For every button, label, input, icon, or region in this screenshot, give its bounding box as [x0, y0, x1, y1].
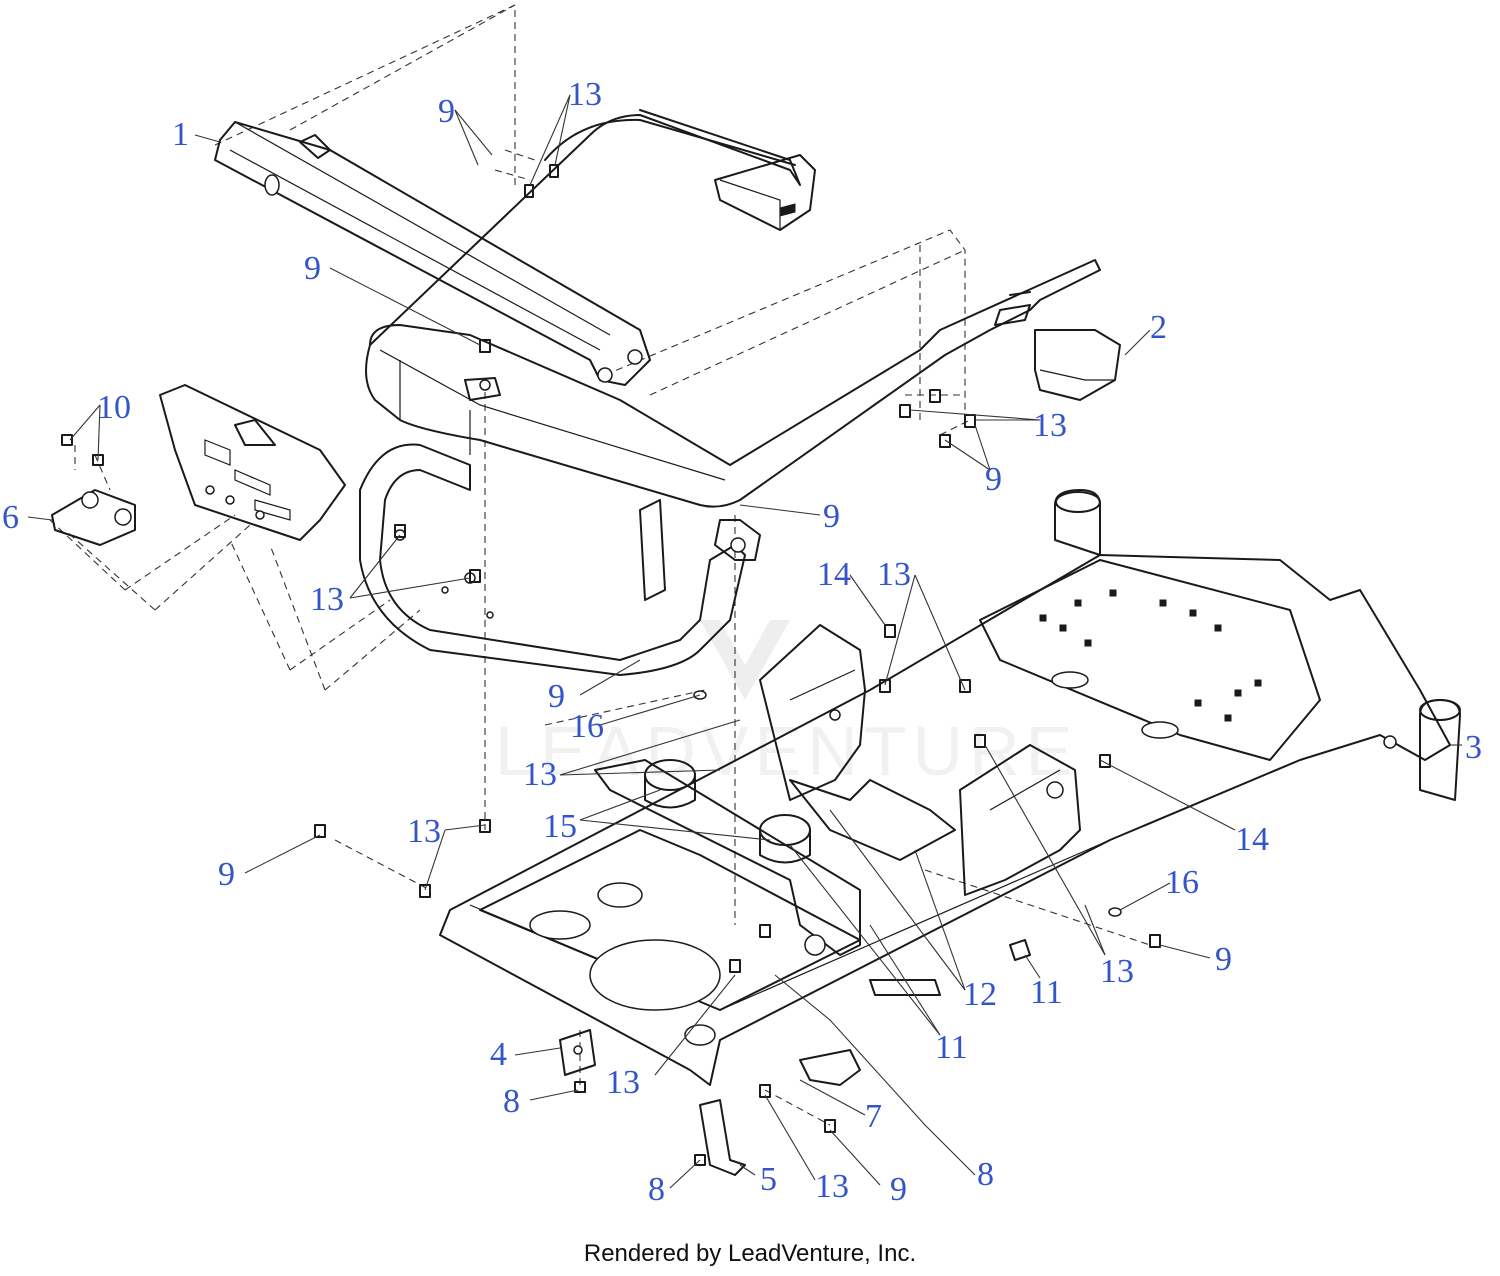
callout-8a: 8 — [503, 1083, 520, 1120]
callout-9d: 9 — [823, 498, 840, 535]
callout-9b: 9 — [304, 250, 321, 287]
callout-5: 5 — [760, 1161, 777, 1198]
callout-13i: 13 — [815, 1168, 849, 1205]
callout-16b: 16 — [1165, 864, 1199, 901]
callout-13c: 13 — [310, 581, 344, 618]
callout-13h: 13 — [606, 1064, 640, 1101]
part-2-lower-loop — [359, 377, 761, 676]
callout-4: 4 — [490, 1036, 507, 1073]
callout-11a: 11 — [1030, 974, 1063, 1011]
callout-2: 2 — [1150, 309, 1167, 346]
callout-8c: 8 — [977, 1156, 994, 1193]
callout-13b: 13 — [1033, 407, 1067, 444]
part-16-washer-2 — [1108, 907, 1122, 917]
callout-10: 10 — [97, 389, 131, 426]
callouts: 1 2 3 4 5 6 7 8 8 8 9 9 9 9 9 9 9 9 10 1… — [2, 76, 1482, 1208]
callout-12: 12 — [963, 976, 997, 1013]
small-parts — [559, 690, 1122, 1176]
callout-3: 3 — [1465, 729, 1482, 766]
part-2-rops-loop — [365, 109, 1121, 508]
callout-14b: 14 — [1235, 821, 1269, 858]
callout-9a: 9 — [438, 93, 455, 130]
footer-credit: Rendered by LeadVenture, Inc. — [583, 1240, 917, 1267]
callout-13d: 13 — [877, 556, 911, 593]
mount-brackets — [759, 624, 1081, 896]
callout-9f: 9 — [218, 856, 235, 893]
part-3-chassis-frame — [439, 489, 1461, 1086]
leader-lines — [27, 94, 1462, 1189]
callout-1: 1 — [172, 116, 189, 153]
callout-9c: 9 — [985, 461, 1002, 498]
watermark-logo: LEADVENTURE — [495, 620, 1072, 790]
part-7 — [799, 1049, 861, 1086]
part-5 — [699, 1099, 746, 1176]
callout-16a: 16 — [570, 708, 604, 745]
assembly-lines — [49, 4, 1151, 1126]
callout-7: 7 — [865, 1098, 882, 1135]
callout-9e: 9 — [548, 678, 565, 715]
part-8 — [869, 979, 941, 996]
callout-15: 15 — [543, 808, 577, 845]
callout-13f: 13 — [407, 813, 441, 850]
callout-13a: 13 — [568, 76, 602, 113]
part-11 — [1009, 939, 1031, 961]
fasteners — [314, 164, 1161, 1166]
callout-6: 6 — [2, 499, 19, 536]
callout-9h: 9 — [890, 1171, 907, 1208]
callout-9g: 9 — [1215, 941, 1232, 978]
callout-13e: 13 — [523, 756, 557, 793]
part-1-bumper-bar — [214, 121, 651, 386]
part-4 — [559, 1029, 596, 1076]
callout-13g: 13 — [1100, 953, 1134, 990]
callout-11b: 11 — [935, 1029, 968, 1066]
part-15-isolators — [644, 759, 811, 864]
callout-14a: 14 — [817, 556, 851, 593]
heat-shield — [159, 384, 346, 541]
part-6-plate — [51, 489, 136, 546]
callout-8b: 8 — [648, 1171, 665, 1208]
